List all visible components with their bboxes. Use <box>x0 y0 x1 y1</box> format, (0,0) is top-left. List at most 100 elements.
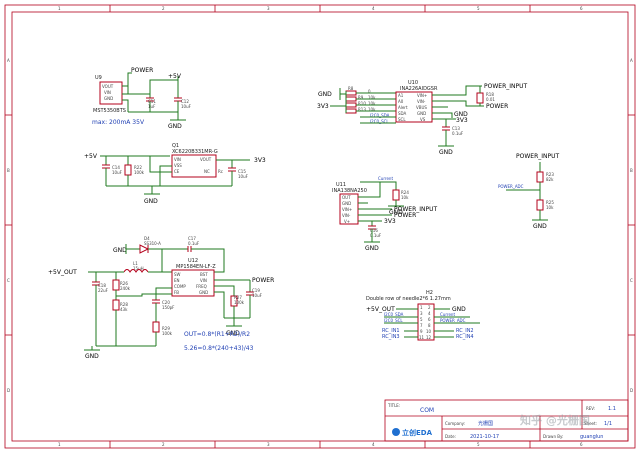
c19-ref: C19 <box>252 288 260 293</box>
date-value: 2021-10-17 <box>470 434 499 440</box>
company-value: 光栅国 <box>478 420 493 427</box>
net-5v-u9: +5V <box>168 73 182 80</box>
u11-ina138-block: Current R24 10k GND U11 INA138NA250 OUT … <box>332 176 438 252</box>
formula-2: 5.26=0.8*(240+43)/43 <box>184 345 254 352</box>
net-gnd-c16: GND <box>365 245 379 252</box>
net-5v-q1: +5V <box>84 153 98 160</box>
col-label-3: 3 <box>267 6 270 11</box>
formula-1: OUT=0.8*(R1+R2)/R2 <box>184 331 250 338</box>
u12-pin-freq: FREQ <box>196 284 207 289</box>
d4-ref: D4 <box>144 236 150 241</box>
row-label-c-right: C <box>630 278 633 283</box>
h2-body <box>417 303 435 341</box>
net-3v3-u10-r: 3V3 <box>456 117 468 124</box>
r26-body <box>112 279 120 291</box>
rev-value: 1.1 <box>608 406 616 412</box>
c12-ref: C12 <box>181 99 189 104</box>
net-power-u10: POWER <box>486 103 508 110</box>
u12-pin-comp: COMP <box>174 284 186 289</box>
net-5v-out-h2: +5V_OUT <box>366 306 395 313</box>
row-label-b: B <box>7 168 10 173</box>
c17-val: 0.1uF <box>188 241 200 246</box>
net-gnd-u12: GND <box>226 330 240 337</box>
net-gnd-u10-r: GND <box>454 111 468 118</box>
net-gnd-r24: GND <box>389 209 403 216</box>
r22-val: 100k <box>134 170 145 175</box>
u9-note: max: 200mA 35V <box>92 119 145 126</box>
u11-pin-out: OUT <box>342 195 351 200</box>
h2-pin-2: 2 <box>428 305 431 310</box>
u9-pin-vin: VIN <box>104 90 111 95</box>
h2-pin-4: 4 <box>428 311 431 316</box>
u10-pin-a1: A1 <box>398 93 404 98</box>
net-rc-in2: RC_IN2 <box>456 328 474 334</box>
u9-pin-vout: VOUT <box>102 84 114 89</box>
watermark: 知乎 @光栅国 <box>519 413 590 427</box>
q1-pin-nc: NC <box>204 169 210 174</box>
u10-pin-a0: A0 <box>398 99 404 104</box>
net-power-input-adc: POWER_INPUT <box>516 153 560 160</box>
net-gnd-adc: GND <box>533 223 547 230</box>
u11-pin-gnd: GND <box>342 201 351 206</box>
r10-ref: R10 <box>358 101 366 106</box>
r13-ref: R13 <box>358 107 366 112</box>
r28-val: 43k <box>120 307 128 312</box>
row-label-d: D <box>7 388 10 393</box>
net-power-input-u10: POWER_INPUT <box>484 83 528 90</box>
c12-val: 10uF <box>181 104 192 109</box>
r29-body <box>152 321 160 333</box>
net-power-u12: POWER <box>252 277 274 284</box>
u11-pin-vp: V+ <box>344 219 350 224</box>
c14-ref: C14 <box>112 165 120 170</box>
q1-pin-vss: VSS <box>174 163 182 168</box>
title-label: TITLE: <box>387 403 400 408</box>
l1-inductor <box>123 269 149 273</box>
u10-ina226-block: GND 3V3 R8 0 R9 10k R10 10k R13 10k U10 … <box>317 80 528 156</box>
net-power-adc: POWER_ADC <box>498 184 524 189</box>
net-gnd-d4: GND <box>113 247 127 254</box>
sheet-frame: 1 2 3 4 5 6 1 2 3 4 5 6 A B C D A B C D <box>4 4 636 449</box>
adc-divider-block: POWER_INPUT R23 82k POWER_ADC R25 10k GN… <box>498 153 560 230</box>
c11-val: 1uF <box>148 104 156 109</box>
r22-body <box>124 164 132 176</box>
net-rc-in1: RC_IN1 <box>382 328 400 334</box>
net-gnd-buck: GND <box>85 353 99 360</box>
net-3v3-u10: 3V3 <box>317 103 329 110</box>
sheet-label: Sheet: <box>584 421 597 426</box>
r27-ref: R27 <box>234 295 242 300</box>
u12-pin-fb: FB <box>174 290 179 295</box>
r10-val: 10k <box>368 101 376 106</box>
col-label-5b: 5 <box>477 442 480 447</box>
u10-part: INA226AIDGSR <box>400 86 438 92</box>
title-value: COM <box>420 407 434 414</box>
net-sda-h2: I2C0_SDA <box>384 312 404 317</box>
r8-ref: R8 <box>348 86 354 91</box>
u10-pin-vinp: VIN+ <box>417 93 427 98</box>
net-power-input-u11: POWER_INPUT <box>394 206 438 213</box>
c16-ref: C16 <box>370 228 378 233</box>
c17-ref: C17 <box>188 236 196 241</box>
l1-val: 15uH <box>133 266 144 271</box>
r9-ref: R9 <box>358 95 364 100</box>
r25-body <box>536 199 544 211</box>
r13-val: 10k <box>368 107 376 112</box>
h2-header-block: H2 Double row of needle2*6 1.27mm 1 3 5 … <box>366 290 480 341</box>
date-label: Date: <box>445 434 456 439</box>
drawn-value: guanglun <box>580 434 603 440</box>
r24-body <box>392 189 400 201</box>
u11-ref: U11 <box>336 182 346 188</box>
r26-ref: R26 <box>120 281 128 286</box>
r23-ref: R23 <box>546 172 554 177</box>
net-power-u9: POWER <box>131 67 153 74</box>
net-gnd-u9: GND <box>168 123 182 130</box>
u9-body <box>99 81 123 105</box>
u10-pin-sda: SDA <box>398 111 407 116</box>
u9-pin-gnd: GND <box>104 96 113 101</box>
col-label-3b: 3 <box>267 442 270 447</box>
u11-part: INA138NA250 <box>332 188 367 194</box>
q1-nc-mark: Rc <box>218 169 223 174</box>
net-power-u11: POWER <box>394 212 416 219</box>
c18-ref: C18 <box>98 283 106 288</box>
c15-val: 10uF <box>238 174 249 179</box>
net-current-h2: Current <box>440 312 455 317</box>
